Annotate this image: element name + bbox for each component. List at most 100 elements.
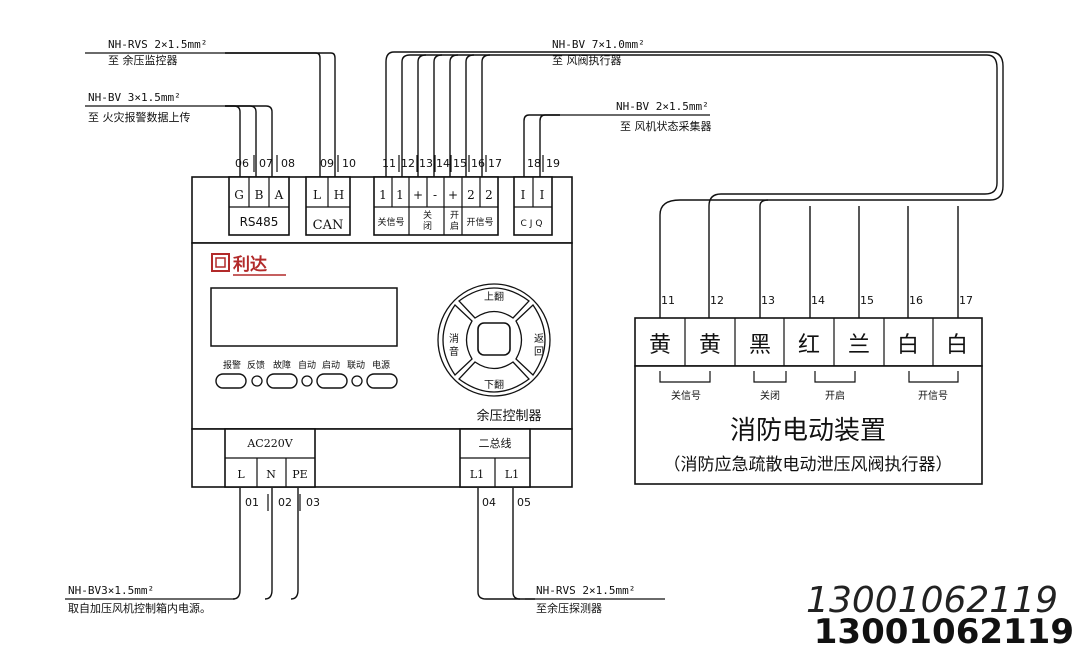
term-num: 07: [259, 157, 273, 170]
cable-dest-fan: 至 风机状态采集器: [620, 119, 712, 133]
wire-colors: 黄 黄 黑 红 兰 白 白: [649, 333, 968, 358]
terminal-block-can: L H CAN: [305, 176, 351, 236]
top-terminal-numbers: 06 07 08 09 10 11 12 13 14 15 16 17 18 1…: [235, 157, 560, 170]
device-body: [634, 365, 983, 485]
term-num: 03: [306, 496, 320, 509]
terminal-label: -: [433, 188, 437, 202]
indicator-label-fault: 故障: [273, 359, 291, 371]
term-num: 13: [419, 157, 433, 170]
device-close-signal: 关信号: [671, 389, 701, 402]
terminal-label: +: [448, 188, 458, 202]
down-key-label: 下翻: [484, 379, 504, 391]
cable-spec-power: NH-BV3×1.5mm²: [68, 584, 154, 597]
cable-dest-damper: 至 风阀执行器: [552, 53, 622, 67]
device-group-brackets: 关信号 关闭 开启 开信号: [659, 371, 959, 402]
terminal-label: 2: [485, 188, 493, 202]
nav-keypad: 上翻 下翻 消音 返回: [437, 283, 551, 397]
terminal-block-rs485: G B A RS485: [228, 176, 290, 236]
terminal-label: N: [266, 468, 276, 481]
linkage-led: [351, 375, 363, 387]
cable-dest-power: 取自加压风机控制箱内电源。: [68, 601, 211, 615]
down-key[interactable]: [458, 361, 530, 393]
back-key[interactable]: [515, 304, 546, 376]
cable-label-can: NH-RVS 2×1.5mm² 至 余压监控器: [108, 38, 207, 67]
cable-label-fan: NH-BV 2×1.5mm² 至 风机状态采集器: [616, 100, 712, 133]
terminal-label: I: [521, 188, 526, 202]
color-white-1: 白: [897, 333, 919, 358]
indicator-labels: 报警 反馈 故障 自动 启动 联动 电源: [223, 359, 390, 371]
device-num: 15: [860, 294, 874, 307]
ac220v-label: AC220V: [246, 437, 293, 450]
term-num: 06: [235, 157, 249, 170]
cable-dest-can: 至 余压监控器: [108, 53, 178, 67]
device-num: 13: [761, 294, 775, 307]
color-red: 红: [798, 333, 820, 358]
open-label: 开启: [448, 210, 459, 232]
terminal-label: PE: [292, 468, 307, 481]
cable-label-sensor: NH-RVS 2×1.5mm² 至余压探测器: [536, 584, 635, 615]
terminal-label: B: [255, 188, 264, 202]
terminal-label: H: [334, 188, 344, 202]
indicator-label-start: 启动: [322, 359, 340, 371]
brand-logo-text: 利达: [233, 254, 267, 275]
cjq-label: CJQ: [520, 219, 545, 229]
terminal-label: 1: [396, 188, 404, 202]
fault-button[interactable]: [266, 373, 298, 389]
term-num: 18: [527, 157, 541, 170]
terminal-label: 2: [467, 188, 475, 202]
cable-spec-fire-alarm: NH-BV 3×1.5mm²: [88, 91, 181, 104]
indicator-label-power: 电源: [372, 359, 390, 371]
term-num: 01: [245, 496, 259, 509]
terminal-label: G: [234, 188, 244, 202]
terminal-label: +: [413, 188, 423, 202]
term-num: 10: [342, 157, 356, 170]
bus-label: 二总线: [479, 436, 512, 450]
term-num: 09: [320, 157, 334, 170]
term-num: 19: [546, 157, 560, 170]
term-num: 11: [382, 157, 396, 170]
actuator-device: 11 12 13 14 15 16 17 黄 黄 黑 红 兰 白 白 关信号: [634, 294, 983, 485]
cable-label-fire-alarm: NH-BV 3×1.5mm² 至 火灾报警数据上传: [88, 91, 191, 124]
color-yellow-1: 黄: [649, 333, 671, 358]
up-key[interactable]: [458, 287, 530, 319]
term-num: 04: [482, 496, 496, 509]
start-button[interactable]: [316, 373, 348, 389]
term-num: 05: [517, 496, 531, 509]
color-yellow-2: 黄: [699, 333, 721, 358]
term-num: 15: [453, 157, 467, 170]
bottom-terminal-numbers: 01 02 03 04 05: [245, 494, 531, 511]
watermark-handwritten: 13001062119: [806, 580, 1058, 621]
center-key[interactable]: [477, 322, 511, 356]
terminal-label: A: [274, 188, 284, 202]
controller: G B A RS485 L H CAN 1 1 + - + 2: [191, 176, 573, 488]
watermark-bold: 13001062119: [814, 612, 1074, 652]
up-key-label: 上翻: [484, 291, 504, 303]
auto-led: [301, 375, 313, 387]
power-button[interactable]: [366, 373, 398, 389]
term-num: 17: [488, 157, 502, 170]
alarm-button[interactable]: [215, 373, 247, 389]
cable-label-power: NH-BV3×1.5mm² 取自加压风机控制箱内电源。: [68, 584, 211, 615]
controller-title: 余压控制器: [476, 408, 541, 424]
device-title: 消防电动装置: [730, 416, 886, 446]
open-signal-label: 开信号: [466, 216, 493, 228]
terminal-block-cjq: I I CJQ: [513, 176, 553, 236]
terminal-label: 1: [379, 188, 387, 202]
device-subtitle: （消防应急疏散电动泄压风阀执行器）: [664, 455, 953, 475]
device-num: 17: [959, 294, 973, 307]
phone-watermark: 13001062119 13001062119: [806, 580, 1074, 652]
mute-key-label: 消音: [447, 332, 459, 359]
cable-spec-damper: NH-BV 7×1.0mm²: [552, 38, 645, 51]
cable-dest-fire-alarm: 至 火灾报警数据上传: [88, 110, 191, 124]
mute-key[interactable]: [442, 304, 473, 376]
back-key-label: 返回: [532, 333, 544, 359]
term-num: 16: [471, 157, 485, 170]
indicator-label-alarm: 报警: [223, 359, 241, 371]
terminal-label: L: [313, 188, 321, 202]
terminal-label: L1: [505, 468, 519, 481]
rs485-label: RS485: [240, 215, 279, 229]
cable-spec-can: NH-RVS 2×1.5mm²: [108, 38, 207, 51]
terminal-label: L1: [470, 468, 484, 481]
